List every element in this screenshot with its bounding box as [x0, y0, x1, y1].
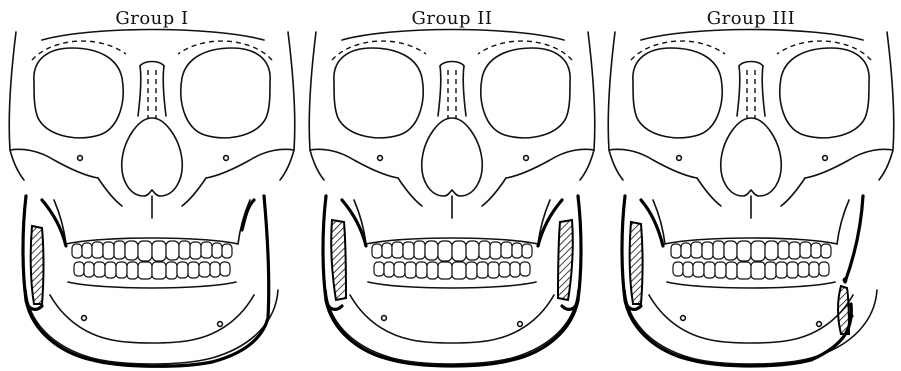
panel-group-1: Group I: [2, 0, 302, 371]
left-graft: [31, 226, 44, 304]
panel-group-2: Group II: [302, 0, 602, 371]
panel-group-3: Group III: [601, 0, 901, 371]
skull-diagram: [2, 0, 302, 371]
skull-diagram: [302, 0, 602, 371]
left-graft: [630, 222, 643, 304]
right-ramus-outline: [845, 196, 863, 282]
fixation-point: [843, 278, 848, 283]
jaw-outline: [26, 300, 212, 366]
left-graft: [331, 220, 346, 300]
right-graft: [558, 220, 573, 300]
left-ramus-inner: [641, 200, 663, 246]
skull-diagram: [601, 0, 901, 371]
jaw-outline: [326, 300, 578, 366]
jaw-outline: [625, 300, 811, 366]
right-mandible-outline: [212, 196, 269, 362]
